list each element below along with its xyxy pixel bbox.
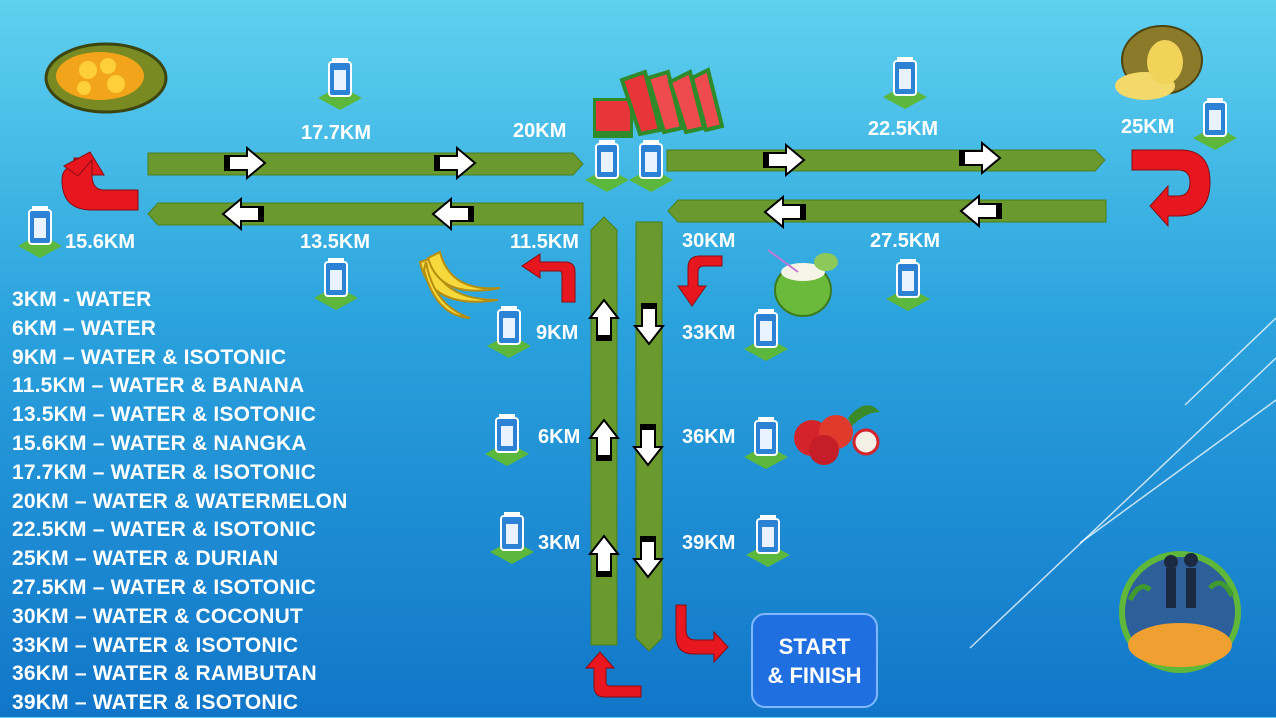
- toilet-icon: [885, 258, 931, 312]
- label-30km: 30KM: [682, 230, 736, 252]
- durian-icon: [1115, 25, 1203, 100]
- toilet-icon: [484, 413, 530, 467]
- legend-item: 30KM – WATER & COCONUT: [12, 604, 304, 628]
- legend-item: 27.5KM – WATER & ISOTONIC: [12, 575, 317, 599]
- toilet-icon: [743, 308, 789, 362]
- label-33km: 33KM: [682, 322, 736, 344]
- label-13-5km: 13.5KM: [300, 231, 371, 253]
- toilet-icon: [17, 205, 63, 259]
- legend-item: 15.6KM – WATER & NANGKA: [12, 431, 307, 455]
- toilet-icon: [1192, 97, 1238, 151]
- coconut-icon: [767, 249, 838, 317]
- start-finish-label: START & FINISH: [767, 633, 862, 688]
- road-bottom-right: [667, 199, 1107, 223]
- legend-item: 9KM – WATER & ISOTONIC: [12, 345, 287, 369]
- legend-item: 33KM – WATER & ISOTONIC: [12, 633, 299, 657]
- label-39km: 39KM: [682, 532, 736, 554]
- road-top-right: [666, 149, 1106, 172]
- label-20km: 20KM: [513, 120, 567, 142]
- toilet-icon: [584, 139, 630, 193]
- label-6km: 6KM: [538, 426, 581, 448]
- label-27-5km: 27.5KM: [870, 230, 941, 252]
- watermelon-icon: [593, 67, 725, 138]
- road-bottom-left: [147, 202, 584, 226]
- legend-item: 17.7KM – WATER & ISOTONIC: [12, 460, 317, 484]
- road-top-left: [147, 152, 584, 176]
- legend-item: 25KM – WATER & DURIAN: [12, 547, 279, 571]
- legend-item: 3KM - WATER: [12, 288, 152, 311]
- legend-item: 13.5KM – WATER & ISOTONIC: [12, 403, 317, 427]
- jackfruit-icon: [44, 42, 168, 114]
- toilet-icon: [743, 416, 789, 470]
- toilet-icon: [745, 514, 791, 568]
- legend-item: 22.5KM – WATER & ISOTONIC: [12, 518, 317, 542]
- u-turn-icon: [1131, 149, 1211, 228]
- water-station-legend: 3KM - WATER 6KM – WATER 9KM – WATER & IS…: [12, 286, 348, 718]
- decorative-lines: [969, 317, 1276, 649]
- u-turn-icon: [63, 151, 105, 177]
- marathon-logo: [1119, 551, 1241, 673]
- banana-icon: [418, 250, 501, 319]
- turn-arrow-icon: [521, 253, 576, 303]
- turn-arrow-icon: [675, 604, 729, 664]
- turn-arrow-icon: [584, 651, 642, 698]
- legend-item: 11.5KM – WATER & BANANA: [12, 374, 305, 398]
- toilet-icon: [882, 56, 928, 110]
- label-22-5km: 22.5KM: [868, 118, 939, 140]
- label-11-5km: 11.5KM: [510, 231, 579, 253]
- turn-arrows: [61, 149, 1211, 698]
- toilet-icon: [486, 305, 532, 359]
- label-9km: 9KM: [536, 322, 579, 344]
- legend-item: 39KM – WATER & ISOTONIC: [12, 691, 299, 715]
- label-25km: 25KM: [1121, 116, 1175, 138]
- toilet-icon: [317, 57, 363, 111]
- toilet-icon: [489, 511, 535, 565]
- label-3km: 3KM: [538, 532, 581, 554]
- rambutan-icon: [794, 405, 880, 465]
- label-17-7km: 17.7KM: [301, 122, 372, 144]
- label-36km: 36KM: [682, 426, 736, 448]
- label-15-6km: 15.6KM: [65, 231, 136, 253]
- toilet-icon: [628, 139, 674, 193]
- start-finish-button[interactable]: START & FINISH: [751, 613, 878, 708]
- legend-item: 6KM – WATER: [12, 316, 157, 340]
- legend-item: 20KM – WATER & WATERMELON: [12, 489, 348, 513]
- legend-item: 36KM – WATER & RAMBUTAN: [12, 662, 317, 686]
- turn-arrow-icon: [677, 255, 723, 307]
